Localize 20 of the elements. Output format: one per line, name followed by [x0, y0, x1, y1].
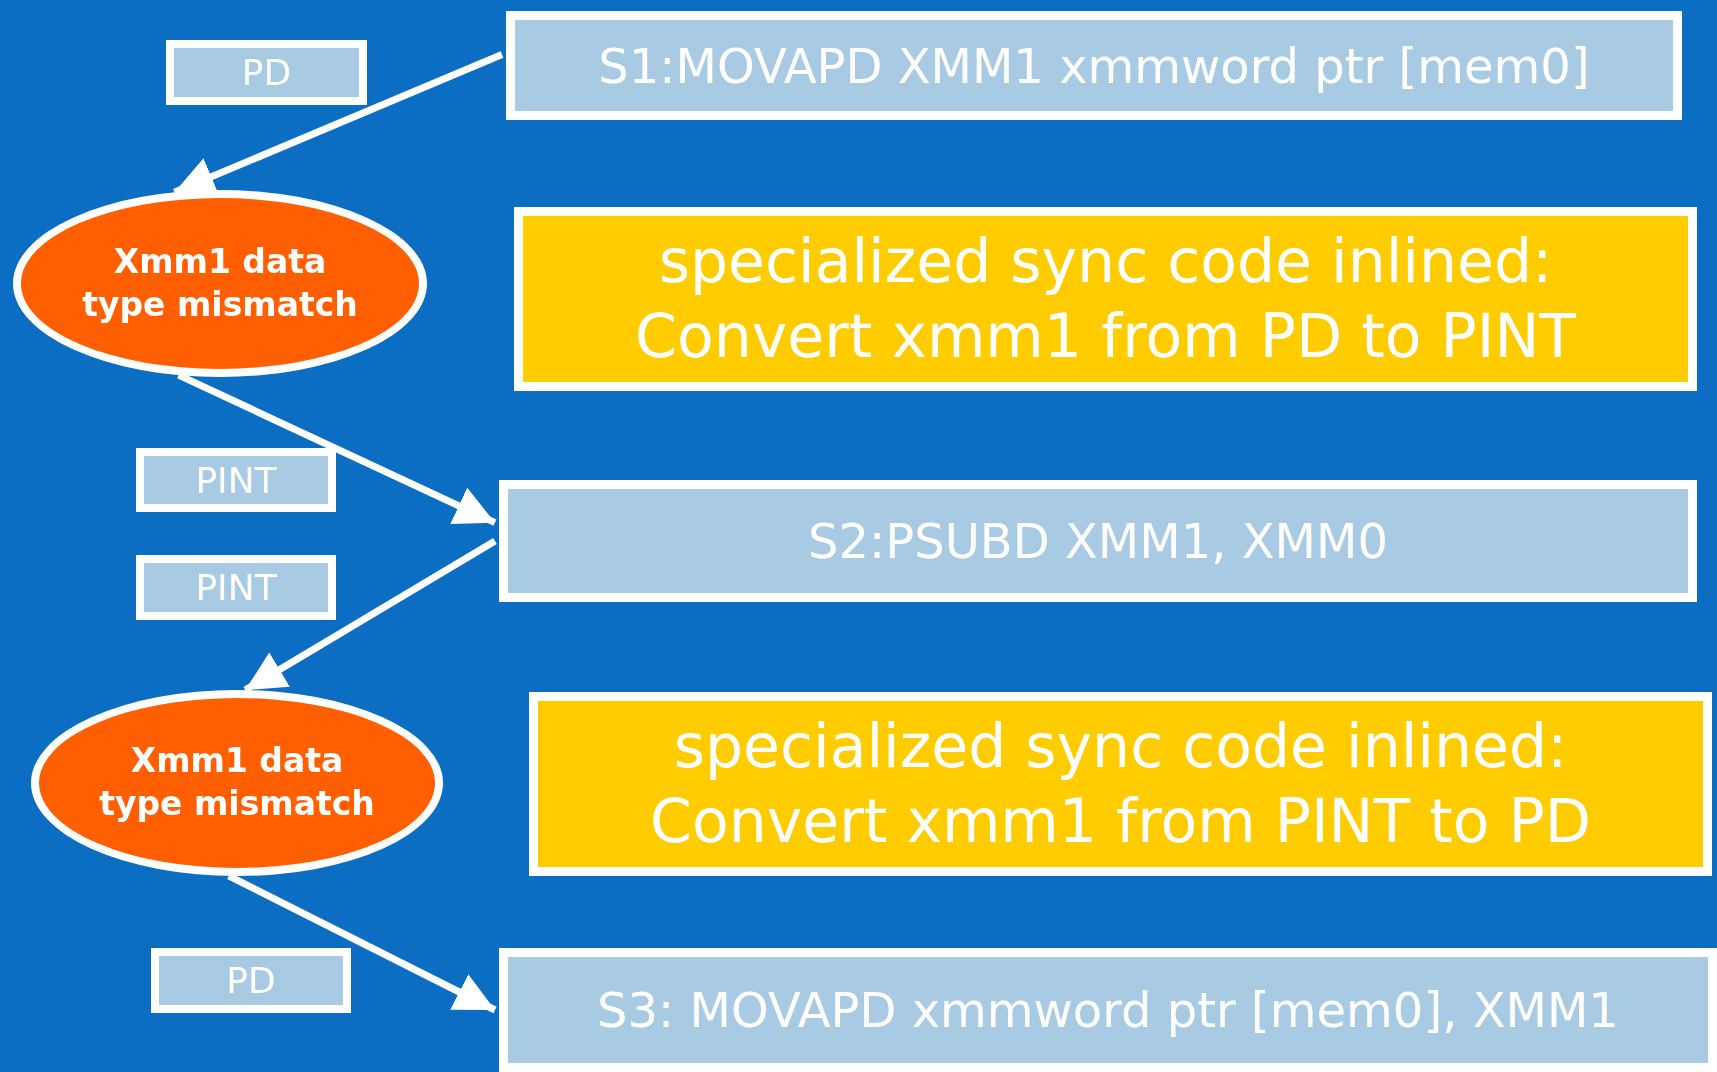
node-text: PINT: [195, 567, 277, 608]
node-text: PINT: [195, 459, 277, 501]
instruction-box: [499, 480, 1697, 602]
node-text: PD: [226, 960, 276, 1001]
type-tag: [136, 448, 336, 512]
node-text: specialized sync code inlined: Convert xmm1 from PINT to PD: [649, 710, 1592, 858]
action-box: [529, 692, 1712, 876]
type-tag: [136, 555, 336, 620]
node-text: specialized sync code inlined: Convert xmm1 from PD to PINT: [634, 225, 1577, 373]
node-text: S1:MOVAPD XMM1 xmmword ptr [mem0]: [598, 37, 1590, 94]
node-text: S3: MOVAPD xmmword ptr [mem0], XMM1: [597, 982, 1619, 1038]
type-tag: [151, 948, 351, 1013]
node-text: Xmm1 data type mismatch: [81, 240, 359, 326]
node-text: PD: [241, 52, 292, 93]
type-tag: [166, 40, 367, 105]
node-text: S2:PSUBD XMM1, XMM0: [808, 513, 1388, 569]
instruction-box: [499, 948, 1717, 1072]
instruction-box: [506, 11, 1682, 120]
node-text: Xmm1 data type mismatch: [99, 740, 375, 825]
action-box: [514, 207, 1697, 391]
